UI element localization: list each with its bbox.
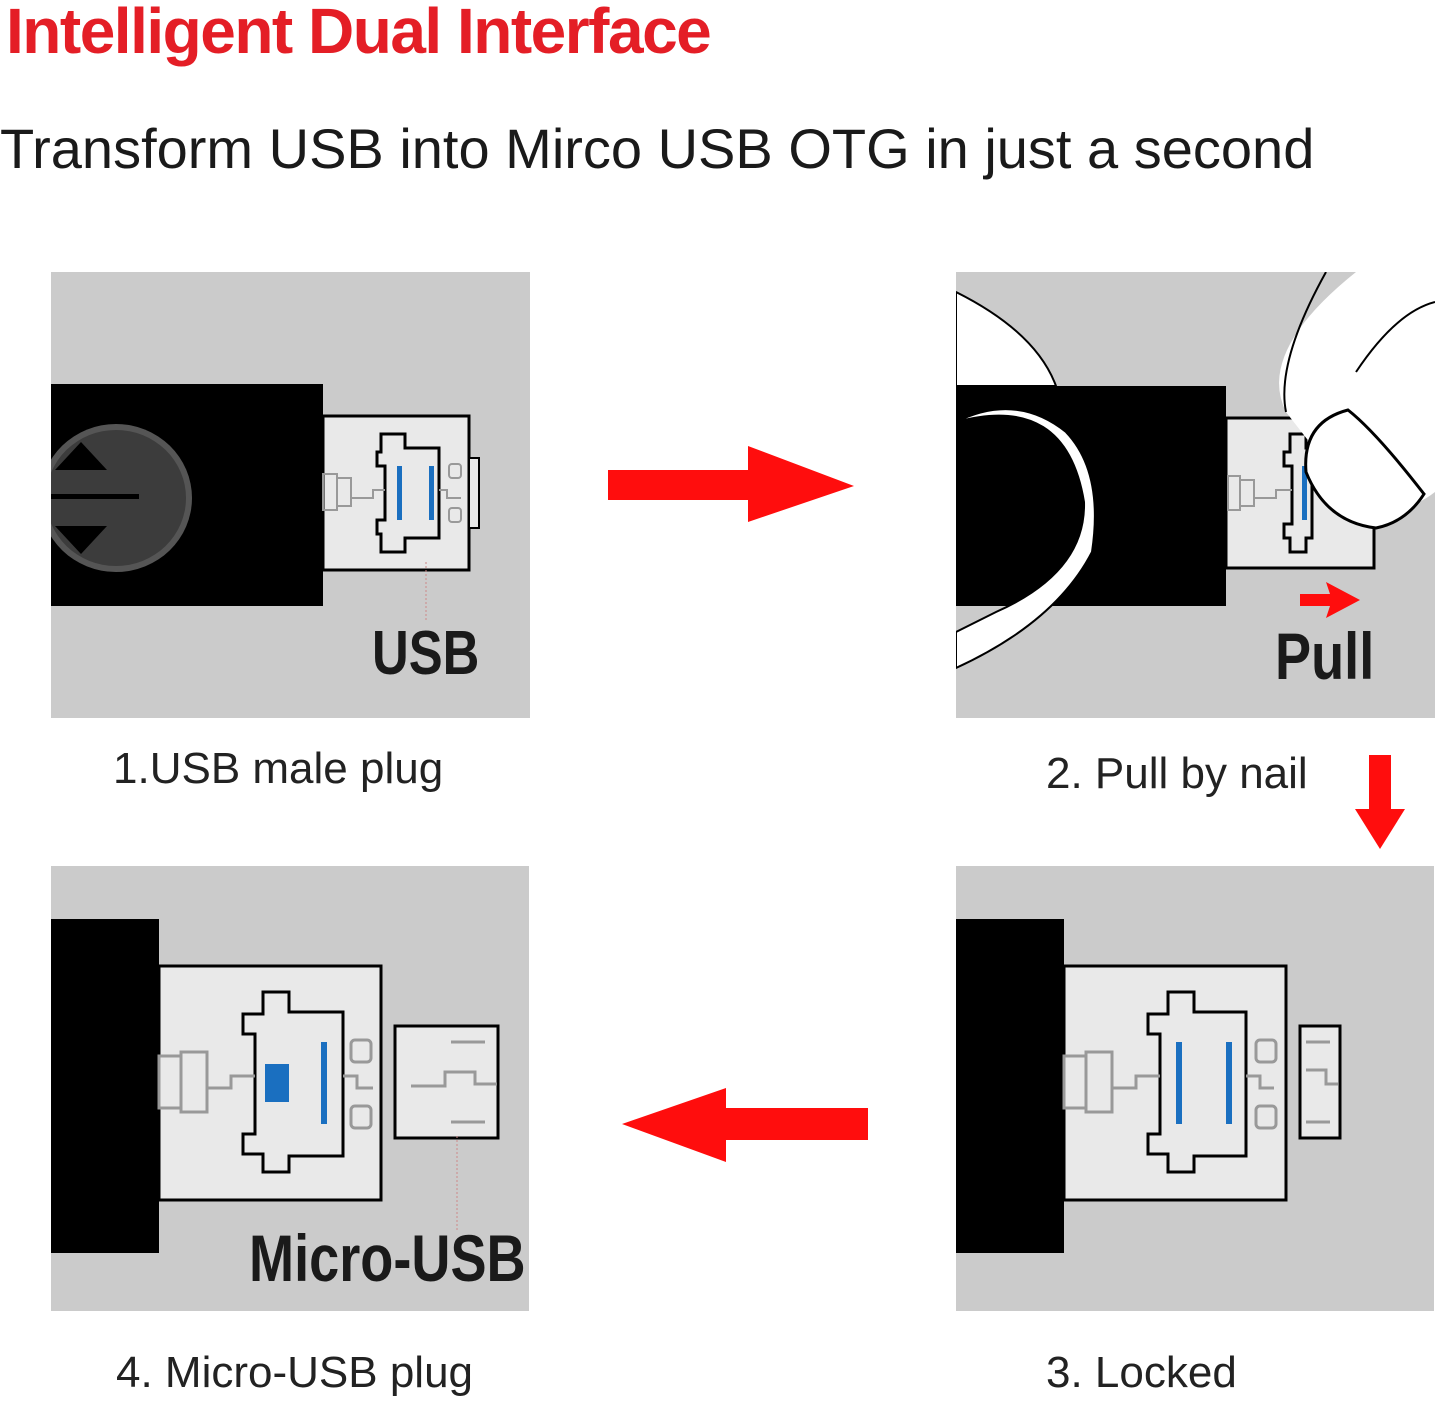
step-4-caption: 4. Micro-USB plug [116, 1348, 474, 1397]
pull-arrow-icon [1300, 582, 1360, 618]
locked-illustration [956, 919, 1342, 1253]
pull-label: Pull [1275, 619, 1375, 693]
step-2-caption: 2. Pull by nail [1046, 749, 1308, 798]
arrow-left-icon [622, 1088, 868, 1162]
step-1-caption: 1.USB male plug [113, 744, 444, 793]
step-2-panel: Pull [956, 272, 1435, 718]
arrow-right-icon [608, 446, 854, 522]
page-subtitle: Transform USB into Mirco USB OTG in just… [0, 117, 1315, 180]
page-title: Intelligent Dual Interface [6, 0, 712, 67]
step-3-panel [956, 866, 1434, 1311]
usb-label: USB [372, 619, 480, 688]
step-3-caption: 3. Locked [1046, 1348, 1237, 1397]
usb-plug-illustration [51, 384, 480, 622]
micro-usb-illustration [51, 919, 500, 1253]
step-4-panel: Micro-USB [51, 866, 529, 1311]
micro-usb-label: Micro-USB [249, 1221, 526, 1295]
arrow-down-icon [1355, 755, 1405, 849]
step-1-panel: USB [51, 272, 530, 718]
pull-illustration [956, 272, 1435, 670]
